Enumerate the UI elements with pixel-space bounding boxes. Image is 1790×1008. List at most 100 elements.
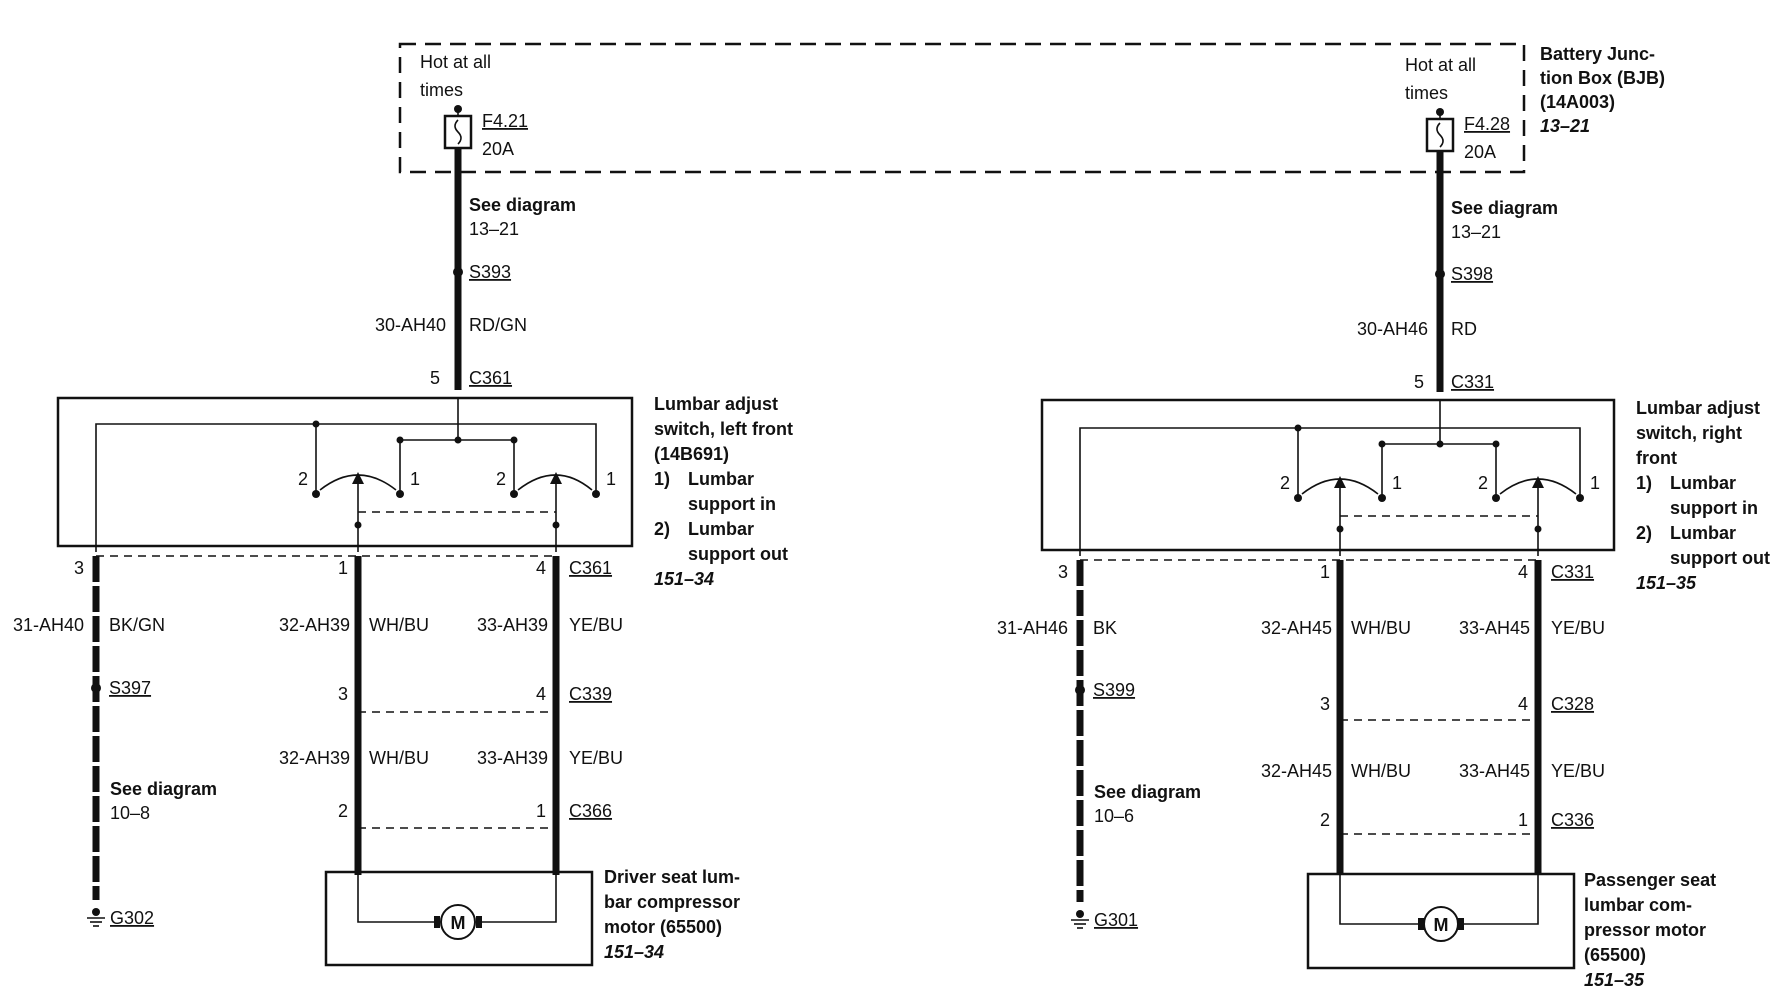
left-out-pin-a: 1 [338,558,348,578]
right-motor-ref: 151–35 [1584,970,1645,990]
right-wire-b2-circuit: 33-AH45 [1459,761,1530,781]
left-out-pin-b: 4 [536,558,546,578]
left-splice-top: S393 [469,262,511,282]
bjb-hot-right-1: Hot at all [1405,55,1476,75]
left-legend-2-b: support out [688,544,788,564]
left-mid-pin-a: 3 [338,684,348,704]
right-ground-splice: S399 [1093,680,1135,700]
bjb-hot-right-2: times [1405,83,1448,103]
right-pos-label-4: 1 [1590,473,1600,493]
left-feed-color: RD/GN [469,315,527,335]
left-see-top-ref: 13–21 [469,219,519,239]
bjb-name-3: (14A003) [1540,92,1615,112]
fuse-right-icon [1425,108,1455,153]
right-pos-label-2: 1 [1392,473,1402,493]
right-motor-name-4: (65500) [1584,945,1646,965]
left-legend-1-b: support in [688,494,776,514]
bjb-ref: 13–21 [1540,116,1590,136]
left-motor-symbol: M [451,913,466,933]
right-ground-id: G301 [1094,910,1138,930]
right-wire-a2-circuit: 32-AH45 [1261,761,1332,781]
left-wire-a-color: WH/BU [369,615,429,635]
right-ground-circuit: 31-AH46 [997,618,1068,638]
right-low-pin-b: 1 [1518,810,1528,830]
right-legend-1-a: Lumbar [1670,473,1736,493]
right-motor-box [1306,872,1576,970]
right-motor-icon [1339,874,1539,942]
right-switch-name-3: front [1636,448,1677,468]
right-splice-top: S398 [1451,264,1493,284]
left-switch-internals [95,398,600,552]
fuse-left-icon [443,105,473,150]
left-switch-ref: 151–34 [654,569,714,589]
fuse-right-rating: 20A [1464,142,1496,162]
right-out-conn: C331 [1551,562,1594,582]
left-ground-id: G302 [110,908,154,928]
right-out-pin-b: 4 [1518,562,1528,582]
left-out-pin-ground: 3 [74,558,84,578]
right-wire-b-circuit: 33-AH45 [1459,618,1530,638]
right-motor-symbol: M [1434,915,1449,935]
right-wire-b2-color: YE/BU [1551,761,1605,781]
bjb-name-2: tion Box (BJB) [1540,68,1665,88]
right-wire-b-color: YE/BU [1551,618,1605,638]
right-low-pin-a: 2 [1320,810,1330,830]
left-legend-2-num: 2) [654,519,670,539]
right-legend-2-a: Lumbar [1670,523,1736,543]
right-feed-circuit: 30-AH46 [1357,319,1428,339]
right-low-conn: C336 [1551,810,1594,830]
left-splice-top-dot [453,267,463,277]
right-switch-box [1040,398,1616,552]
left-motor-ref: 151–34 [604,942,664,962]
right-out-pin-a: 1 [1320,562,1330,582]
left-pos-label-1: 2 [298,469,308,489]
right-see-top-title: See diagram [1451,198,1558,218]
left-low-pin-a: 2 [338,801,348,821]
right-pos-label-3: 2 [1478,473,1488,493]
fuse-right-id: F4.28 [1464,114,1510,134]
fuse-left-rating: 20A [482,139,514,159]
left-pos-label-4: 1 [606,469,616,489]
left-ground-color: BK/GN [109,615,165,635]
left-legend-1-num: 1) [654,469,670,489]
right-wire-a-color: WH/BU [1351,618,1411,638]
bjb-hot-left-1: Hot at all [420,52,491,72]
left-pos-label-2: 1 [410,469,420,489]
right-pos-label-1: 2 [1280,473,1290,493]
right-switch-name-1: Lumbar adjust [1636,398,1760,418]
left-ground-see-title: See diagram [110,779,217,799]
left-see-top-title: See diagram [469,195,576,215]
left-ground-splice: S397 [109,678,151,698]
right-ground-splice-dot [1075,685,1085,695]
left-motor-box [324,870,594,967]
right-see-top-ref: 13–21 [1451,222,1501,242]
left-wire-b-color: YE/BU [569,615,623,635]
left-mid-pin-b: 4 [536,684,546,704]
left-switch-name-1: Lumbar adjust [654,394,778,414]
right-mid-pin-a: 3 [1320,694,1330,714]
left-low-pin-b: 1 [536,801,546,821]
left-wire-a2-color: WH/BU [369,748,429,768]
left-out-conn: C361 [569,558,612,578]
left-motor-icon [357,872,557,940]
left-ground-circuit: 31-AH40 [13,615,84,635]
left-legend-1-a: Lumbar [688,469,754,489]
left-pos-label-3: 2 [496,469,506,489]
right-ground-color: BK [1093,618,1117,638]
right-mid-pin-b: 4 [1518,694,1528,714]
right-switch-conn: C331 [1451,372,1494,392]
right-feed-color: RD [1451,319,1477,339]
left-wire-a2-circuit: 32-AH39 [279,748,350,768]
left-switch-name-2: switch, left front [654,419,793,439]
bjb-name-1: Battery Junc- [1540,44,1655,64]
right-splice-top-dot [1435,269,1445,279]
right-legend-1-b: support in [1670,498,1758,518]
left-ground-icon [87,908,105,927]
right-ground-see-ref: 10–6 [1094,806,1134,826]
bjb-outline [398,42,1526,174]
right-out-pin-ground: 3 [1058,562,1068,582]
left-ground-see-ref: 10–8 [110,803,150,823]
right-legend-2-b: support out [1670,548,1770,568]
right-switch-ref: 151–35 [1636,573,1697,593]
fuse-left-id: F4.21 [482,111,528,131]
